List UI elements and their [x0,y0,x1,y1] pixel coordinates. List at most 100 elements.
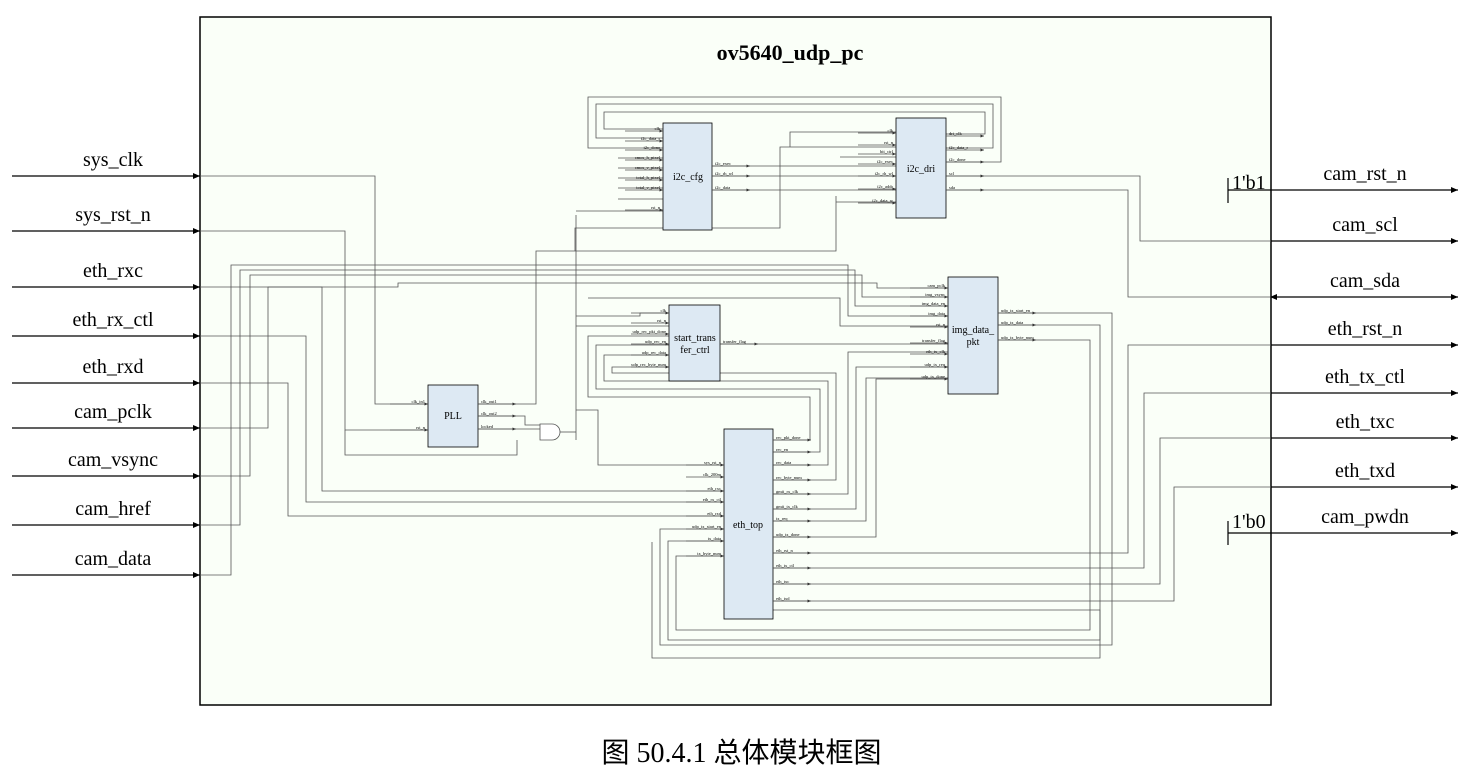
svg-text:cam_data: cam_data [75,548,152,570]
input-port-sys-rst-n: sys_rst_n [12,204,200,234]
pin-eth-tx-clk: eth_tx_clk [926,349,946,354]
module-eth-top: eth_top sys_rst_nclk_200meth_rxceth_rx_c… [686,428,811,620]
pin-clk: clk [655,126,661,131]
pin-transfer-flag: transfer_flag [922,338,946,343]
svg-text:cam_href: cam_href [75,498,151,520]
pin-clk: clk [888,128,894,133]
pin-cam-pclk: cam_pclk [928,283,946,288]
pin-clk: clk [661,308,667,313]
pin-img-data: img_data [928,311,945,316]
pin-eth-txc: eth_txc [776,579,789,584]
output-ports: cam_rst_n cam_scl cam_sda eth_rst_n eth_tx_c… [1270,163,1458,536]
pin-udp-tx-done: udp_tx_done [922,374,946,379]
pin-rec-byte-num: rec_byte_num [776,475,802,480]
pin-udp-rec-byte-num: udp_rec_byte_num [631,362,666,367]
pin-gmii-rx-clk: gmii_rx_clk [776,489,799,494]
pin-i2c-addr: i2c_addr [877,184,893,189]
pin-bit-ctrl: bit_ctrl [880,149,894,154]
pin-udp-tx-start-en: udp_tx_start_en [692,524,722,529]
pin-rec-pkt-done: rec_pkt_done [776,435,801,440]
pin-transfer-flag: transfer_flag [723,339,747,344]
pin-cmos-v-pixel: cmos_v_pixel [635,165,661,170]
pin-eth-rst-n: eth_rst_n [776,548,793,553]
pin-udp-rec-data: udp_rec_data [642,350,666,355]
svg-text:eth_txc: eth_txc [1336,411,1395,433]
svg-text:cam_scl: cam_scl [1332,214,1398,236]
svg-text:1'b1: 1'b1 [1232,172,1266,194]
svg-text:eth_txd: eth_txd [1335,460,1395,482]
input-port-cam-vsync: cam_vsync [12,449,200,479]
svg-text:eth_rst_n: eth_rst_n [1328,318,1402,340]
output-port-eth-tx-ctl: eth_tx_ctl [1271,366,1458,396]
module-label: i2c_dri [907,164,936,175]
pin-i2c-exec: i2c_exec [715,161,731,166]
pin-i2c-data: i2c_data [715,185,730,190]
input-port-eth-rxd: eth_rxd [12,356,200,386]
pin-i2c-data-r: i2c_data_r [949,145,968,150]
input-port-eth-rx-ctl: eth_rx_ctl [12,309,200,339]
svg-text:sys_clk: sys_clk [83,149,143,171]
svg-text:eth_rxd: eth_rxd [82,356,143,378]
output-port-eth-txd: eth_txd [1271,460,1458,490]
svg-text:sys_rst_n: sys_rst_n [75,204,151,226]
pin-i2c-rh-wl: i2c_rh_wl [715,171,734,176]
pin-gmii-tx-clk: gmii_tx_clk [776,504,798,509]
output-port-cam-pwdn: cam_pwdn [1271,506,1458,536]
pin-eth-txd: eth_txd [776,596,790,601]
output-port-eth-txc: eth_txc [1271,411,1458,441]
input-port-eth-rxc: eth_rxc [12,260,200,290]
svg-text:1'b0: 1'b0 [1232,511,1266,533]
pin-udp-tx-byte-num: udp_tx_byte_num [1001,335,1034,340]
output-port-cam-rst-n: cam_rst_n [1271,163,1458,193]
svg-text:cam_pwdn: cam_pwdn [1321,506,1409,528]
svg-text:eth_rxc: eth_rxc [83,260,143,282]
pin-tx-req: tx_req [776,516,788,521]
pin-eth-rxc: eth_rxc [708,486,722,491]
module-label: start_trans [674,333,716,344]
pin-rst-n: rst_n [657,318,667,323]
pin-rec-en: rec_en [776,447,789,452]
module-label: i2c_cfg [673,172,703,183]
svg-text:cam_rst_n: cam_rst_n [1323,163,1406,185]
pin-locked: locked [481,424,494,429]
pin-clk-in1: clk_in1 [412,399,426,404]
output-port-cam-sda: cam_sda [1270,270,1458,300]
svg-text:eth_tx_ctl: eth_tx_ctl [1325,366,1405,388]
pin-eth-rxd: eth_rxd [707,511,721,516]
pin-tx-data: tx_data [708,536,721,541]
pin-udp-rec-pkt-done: udp_rec_pkt_done [633,329,667,334]
pin-udp-tx-done: udp_tx_done [776,532,800,537]
input-ports: sys_clk sys_rst_n eth_rxc eth_rx_ctl eth_rxd… [12,149,200,578]
pin-total-h-pixel: total_h_pixel [636,175,660,180]
constant-cam-rst-n: 1'b1 [1227,172,1271,203]
pin-tx-byte-num: tx_byte_num [697,551,721,556]
pin-img-data-en: img_data_en [922,301,946,306]
module-start-transfer-ctrl: start_trans fer_ctrl clk rst_n udp_rec_pkt… [631,304,758,382]
pin-eth-tx-ctl: eth_tx_ctl [776,563,795,568]
svg-text:cam_sda: cam_sda [1330,270,1400,292]
pin-i2c-rh-wl: i2c_rh_wl [875,171,894,176]
pin-udp-rec-en: udp_rec_en [645,339,667,344]
pin-clk-out1: clk_out1 [481,399,497,404]
input-port-cam-data: cam_data [12,548,200,578]
pin-i2c-done: i2c_done [949,157,966,162]
svg-text:cam_vsync: cam_vsync [68,449,158,471]
pin-i2c-data-r: i2c_data_r [641,136,660,141]
pin-udp-tx-req: udp_tx_req [925,362,946,367]
pin-dri-clk: dri_clk [949,131,962,136]
module-label: fer_ctrl [680,345,710,356]
pin-rst-n: rst_n [651,205,661,210]
pin-scl: scl [949,171,955,176]
pin-i2c-data-w: i2c_data_w [872,198,893,203]
pin-img-vsync: img_vsync [925,292,945,297]
top-module-title: ov5640_udp_pc [717,40,864,65]
input-port-cam-href: cam_href [12,498,200,528]
svg-text:cam_pclk: cam_pclk [74,401,152,423]
pin-cmos-h-pixel: cmos_h_pixel [635,155,661,160]
pin-rst-n: rst_n [416,425,426,430]
output-port-cam-scl: cam_scl [1271,214,1458,244]
module-label: eth_top [733,520,763,531]
constant-cam-pwdn: 1'b0 [1227,511,1271,545]
